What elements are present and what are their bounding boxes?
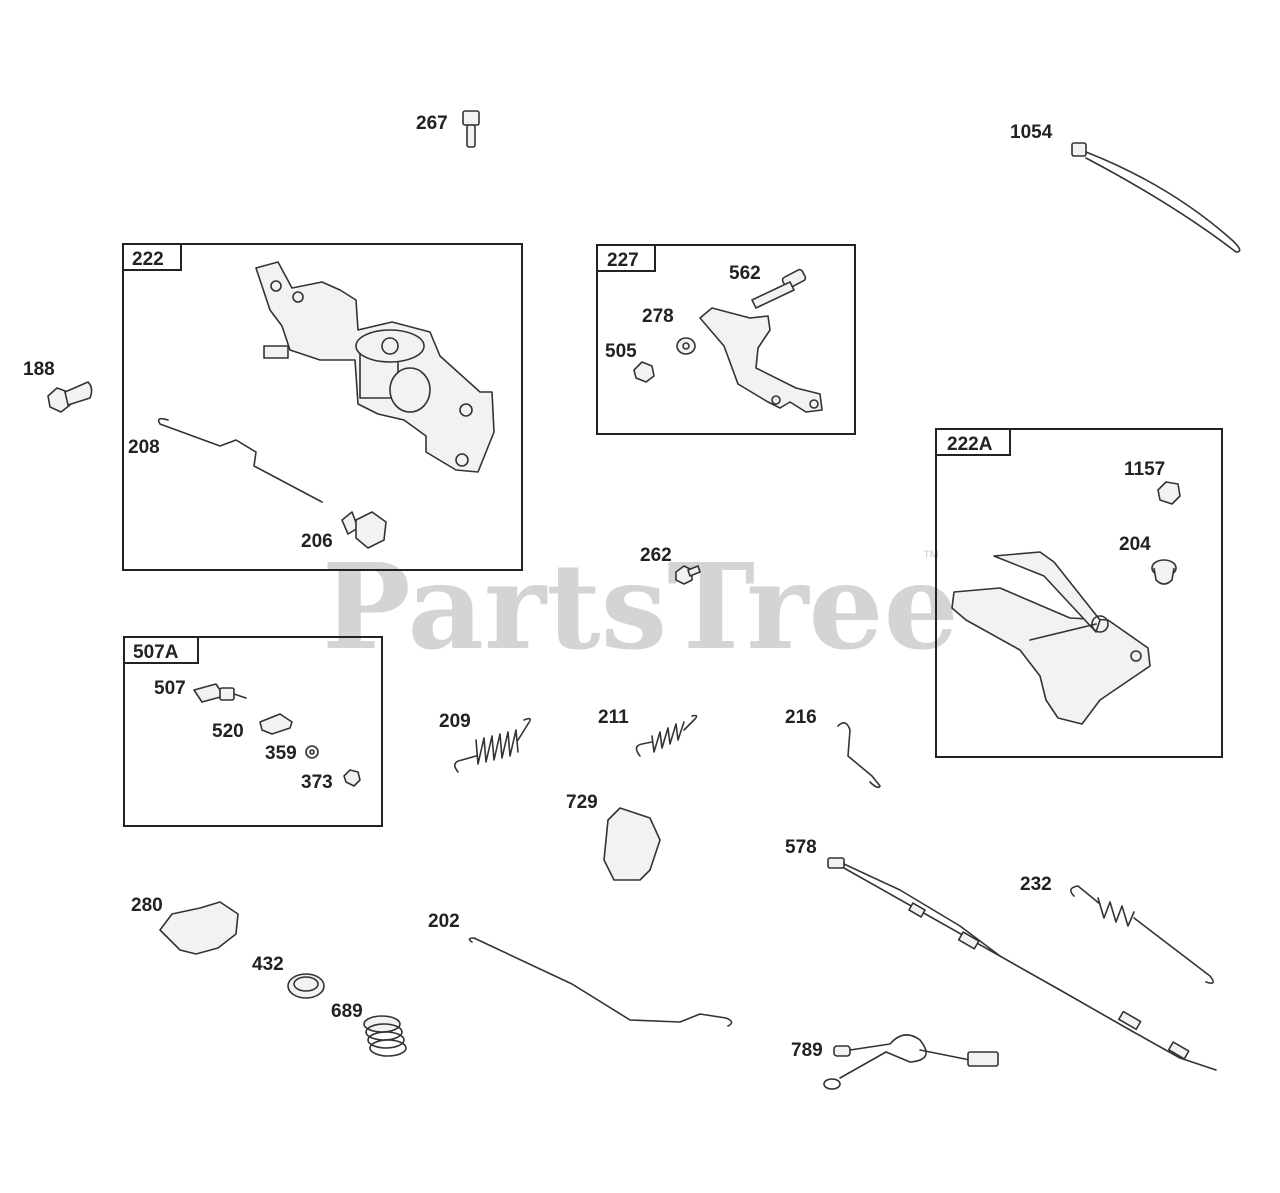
part-232-spring [1070, 885, 1214, 984]
group-box-227: 227 [596, 244, 856, 435]
label-188: 188 [23, 359, 55, 380]
part-789-harness [823, 1034, 999, 1090]
label-432: 432 [252, 954, 284, 975]
part-204-bushing [1151, 559, 1177, 585]
part-432-ring [287, 973, 325, 999]
box-label-222: 222 [132, 249, 164, 270]
part-373-nut [343, 769, 361, 787]
watermark-text: PartsTree [322, 537, 959, 676]
label-505: 505 [605, 341, 637, 362]
label-206: 206 [301, 531, 333, 552]
part-689-spring [363, 1015, 407, 1057]
part-262-bolt [675, 565, 701, 585]
part-222-bracket [255, 261, 495, 473]
label-1157: 1157 [1124, 459, 1165, 480]
label-216: 216 [785, 707, 817, 728]
label-562: 562 [729, 263, 761, 284]
label-729: 729 [566, 792, 598, 813]
part-280-bracket [159, 901, 239, 955]
group-box-222A: 222A [935, 428, 1223, 758]
part-222A-control [951, 551, 1151, 725]
part-202-rod [468, 937, 733, 1027]
part-267-bolt [462, 110, 480, 148]
label-232: 232 [1020, 874, 1052, 895]
part-208-rod [157, 417, 323, 503]
part-211-spring [635, 714, 698, 757]
part-278-washer [676, 337, 696, 355]
box-label-507A: 507A [133, 642, 179, 663]
label-204: 204 [1119, 534, 1151, 555]
part-578-cable [827, 857, 1217, 1071]
part-1157-nut [1157, 481, 1181, 505]
label-202: 202 [428, 911, 460, 932]
part-562-bolt [751, 268, 807, 309]
label-280: 280 [131, 895, 163, 916]
label-689: 689 [331, 1001, 363, 1022]
label-267: 267 [416, 113, 448, 134]
label-1054: 1054 [1010, 122, 1053, 143]
part-507-switch [193, 683, 247, 703]
label-208: 208 [128, 437, 160, 458]
part-359-washer [305, 745, 319, 759]
label-209: 209 [439, 711, 471, 732]
part-729-cover [603, 807, 661, 881]
label-789: 789 [791, 1040, 823, 1061]
label-520: 520 [212, 721, 244, 742]
part-505-nut [633, 361, 655, 383]
part-227-bracket [699, 307, 823, 413]
label-278: 278 [642, 306, 674, 327]
group-box-222: 222 [122, 243, 523, 571]
label-211: 211 [598, 707, 629, 728]
part-206-bushing [341, 511, 387, 549]
box-label-227: 227 [607, 250, 639, 271]
part-216-rod [837, 722, 881, 789]
watermark-trademark: ™ [922, 547, 940, 567]
label-262: 262 [640, 545, 672, 566]
label-507: 507 [154, 678, 186, 699]
label-373: 373 [301, 772, 333, 793]
label-578: 578 [785, 837, 817, 858]
part-188-bolt [47, 381, 93, 413]
group-box-507A: 507A [123, 636, 383, 827]
box-label-222A: 222A [947, 434, 993, 455]
part-209-spring [454, 717, 532, 773]
part-1054-cable-tie [1071, 142, 1241, 253]
part-520-terminal [259, 713, 293, 735]
label-359: 359 [265, 743, 297, 764]
